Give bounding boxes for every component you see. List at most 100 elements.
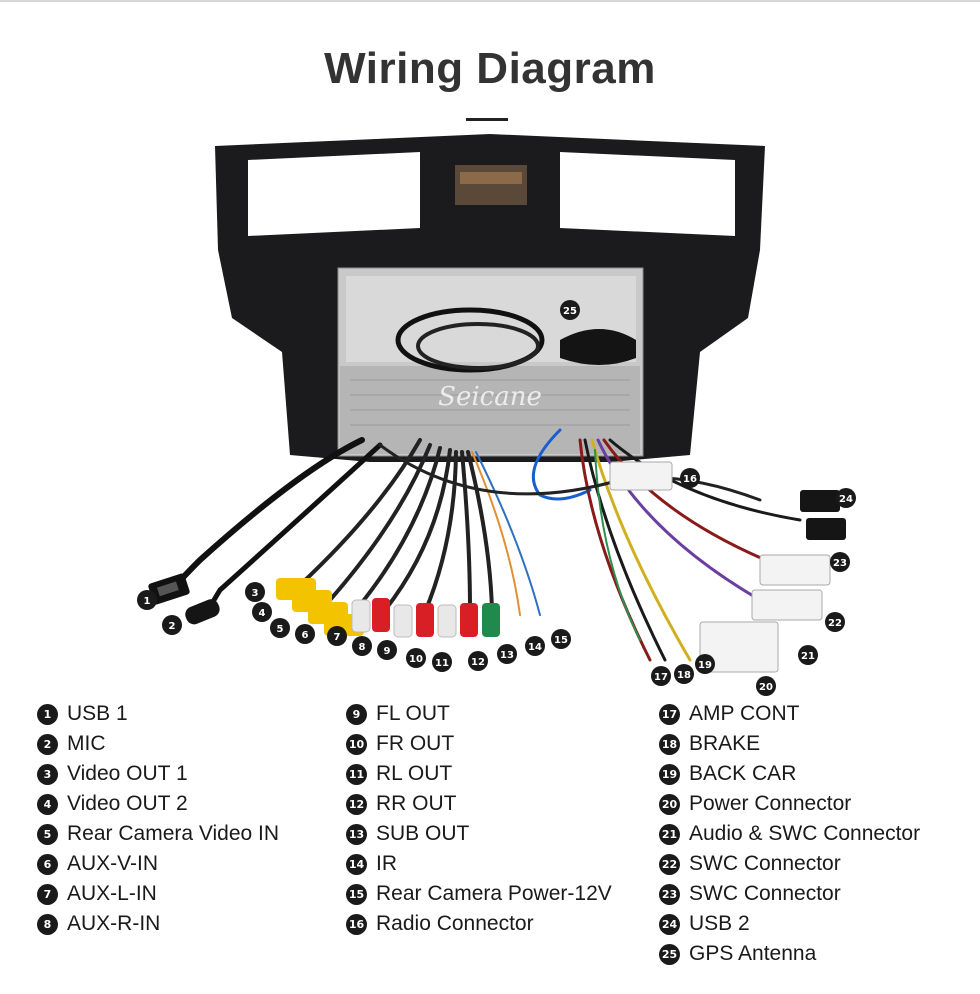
- bezel-center-slot: [455, 165, 527, 205]
- legend-number: 25: [659, 943, 680, 965]
- svg-text:6: 6: [302, 630, 309, 641]
- legend-item: 7 AUX-L-IN: [37, 880, 279, 908]
- svg-text:13: 13: [500, 650, 514, 661]
- mic-connector: [185, 599, 220, 625]
- legend-number: 23: [659, 883, 680, 905]
- legend-number: 24: [659, 913, 680, 935]
- marker-18: 18: [674, 664, 694, 684]
- svg-text:22: 22: [828, 618, 842, 629]
- legend-number: 3: [37, 763, 58, 785]
- legend-label: AMP CONT: [689, 702, 800, 725]
- svg-text:9: 9: [384, 646, 391, 657]
- svg-text:19: 19: [698, 660, 712, 671]
- marker-9: 9: [377, 640, 397, 660]
- legend-item: 19 BACK CAR: [659, 760, 920, 788]
- legend-label: FL OUT: [376, 702, 450, 725]
- legend-number: 20: [659, 793, 680, 815]
- legend-label: AUX-L-IN: [67, 882, 157, 905]
- legend-label: Radio Connector: [376, 912, 534, 935]
- svg-text:7: 7: [334, 632, 341, 643]
- marker-20: 20: [756, 676, 776, 696]
- legend-label: SWC Connector: [689, 882, 841, 905]
- svg-text:15: 15: [554, 635, 568, 646]
- legend-label: AUX-R-IN: [67, 912, 161, 935]
- legend-label: BACK CAR: [689, 762, 797, 785]
- legend-item: 5 Rear Camera Video IN: [37, 820, 279, 848]
- gps-antenna: [560, 329, 636, 365]
- legend-number: 4: [37, 793, 58, 815]
- marker-12: 12: [468, 651, 488, 671]
- svg-text:10: 10: [409, 654, 423, 665]
- legend-number: 21: [659, 823, 680, 845]
- legend-number: 8: [37, 913, 58, 935]
- svg-text:11: 11: [435, 658, 449, 669]
- marker-25: 25: [560, 300, 580, 320]
- title-underline: [466, 118, 508, 121]
- marker-15: 15: [551, 629, 571, 649]
- legend-item: 9 FL OUT: [346, 700, 612, 728]
- legend-number: 7: [37, 883, 58, 905]
- bezel-left-window: [248, 152, 420, 236]
- svg-text:2: 2: [169, 621, 176, 632]
- svg-text:16: 16: [683, 474, 697, 485]
- marker-16: 16: [680, 468, 700, 488]
- legend-label: SWC Connector: [689, 852, 841, 875]
- legend-label: Power Connector: [689, 792, 852, 815]
- marker-23: 23: [830, 552, 850, 572]
- svg-text:21: 21: [801, 651, 815, 662]
- legend-number: 12: [346, 793, 367, 815]
- legend-label: RR OUT: [376, 792, 457, 815]
- legend-label: FR OUT: [376, 732, 455, 755]
- legend-label: Rear Camera Video IN: [67, 822, 280, 845]
- legend-label: Video OUT 1: [67, 762, 188, 785]
- harness-connectors: [609, 461, 846, 673]
- gps-antenna-cable: [395, 307, 545, 373]
- page-title: Wiring Diagram: [324, 44, 656, 93]
- svg-text:25: 25: [563, 306, 577, 317]
- diagram-markers: 1 2 3 4 5 6 7 8 9 10 11 12 13 14 15 16 1…: [137, 300, 856, 696]
- marker-4: 4: [252, 602, 272, 622]
- legend-label: Audio & SWC Connector: [689, 822, 921, 845]
- marker-14: 14: [525, 636, 545, 656]
- legend-label: MIC: [67, 732, 106, 755]
- legend-number: 19: [659, 763, 680, 785]
- svg-text:14: 14: [528, 642, 542, 653]
- marker-2: 2: [162, 615, 182, 635]
- legend-label: USB 1: [67, 702, 128, 725]
- legend-number: 5: [37, 823, 58, 845]
- marker-7: 7: [327, 626, 347, 646]
- marker-17: 17: [651, 666, 671, 686]
- legend-number: 13: [346, 823, 367, 845]
- marker-21: 21: [798, 645, 818, 665]
- legend-label: SUB OUT: [376, 822, 470, 845]
- legend-label: Video OUT 2: [67, 792, 188, 815]
- legend-item: 3 Video OUT 1: [37, 760, 279, 788]
- legend-number: 18: [659, 733, 680, 755]
- svg-text:18: 18: [677, 670, 691, 681]
- svg-text:24: 24: [839, 494, 853, 505]
- legend-item: 24 USB 2: [659, 910, 920, 938]
- marker-24: 24: [836, 488, 856, 508]
- svg-text:4: 4: [259, 608, 266, 619]
- legend-label: Rear Camera Power-12V: [376, 882, 612, 905]
- marker-22: 22: [825, 612, 845, 632]
- legend-number: 11: [346, 763, 367, 785]
- marker-6: 6: [295, 624, 315, 644]
- legend-number: 9: [346, 703, 367, 725]
- svg-text:20: 20: [759, 682, 773, 693]
- legend-item: 8 AUX-R-IN: [37, 910, 279, 938]
- marker-3: 3: [245, 582, 265, 602]
- marker-8: 8: [352, 636, 372, 656]
- svg-text:17: 17: [654, 672, 668, 683]
- top-divider: [0, 0, 980, 2]
- legend-label: USB 2: [689, 912, 750, 935]
- svg-text:8: 8: [359, 642, 366, 653]
- legend-item: 4 Video OUT 2: [37, 790, 279, 818]
- svg-text:5: 5: [277, 624, 284, 635]
